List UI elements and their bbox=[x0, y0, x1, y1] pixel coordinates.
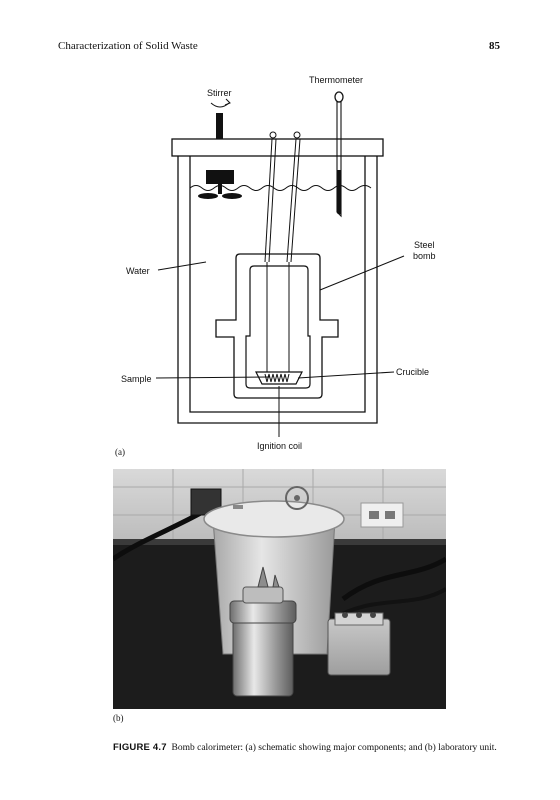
electrode-wire-right-b bbox=[290, 138, 301, 263]
laboratory-unit-photo bbox=[113, 469, 446, 709]
photo-ignition-post-3 bbox=[370, 612, 376, 618]
thermometer-bulb bbox=[337, 170, 341, 214]
stirrer-blade-right bbox=[222, 193, 242, 199]
terminal-left bbox=[269, 131, 277, 139]
water-surface bbox=[189, 185, 372, 191]
label-bomb: bomb bbox=[413, 251, 436, 261]
photo-outlet bbox=[360, 502, 404, 528]
photo-outlet-socket-right bbox=[385, 511, 395, 519]
figure-caption: FIGURE 4.7 Bomb calorimeter: (a) schemat… bbox=[113, 742, 513, 753]
water-bucket bbox=[189, 156, 366, 413]
thermometer-loop bbox=[334, 91, 344, 103]
ignition-coil-shape bbox=[264, 373, 290, 383]
calorimeter-lid bbox=[171, 138, 384, 157]
steel-bomb-inner bbox=[245, 265, 311, 389]
stirrer-rod bbox=[218, 184, 222, 194]
stirrer-arrowhead bbox=[224, 98, 231, 106]
figure-number: FIGURE 4.7 bbox=[113, 742, 167, 753]
label-steel: Steel bbox=[414, 240, 435, 250]
panel-label-b: (b) bbox=[113, 713, 124, 723]
photo-handwheel bbox=[285, 486, 309, 510]
terminal-right bbox=[293, 131, 301, 139]
photo-ignition-unit bbox=[327, 618, 391, 676]
label-stirrer: Stirrer bbox=[207, 88, 232, 98]
photo-outlet-socket-left bbox=[369, 511, 379, 519]
leader-crucible bbox=[297, 371, 395, 379]
leader-water bbox=[157, 261, 207, 271]
calorimeter-schematic: Thermometer Stirrer Steel bomb Water Sam… bbox=[115, 75, 436, 457]
photo-ignition-post-2 bbox=[356, 612, 362, 618]
photo-bomb-valve bbox=[257, 566, 269, 588]
photo-cable-right-2 bbox=[331, 587, 446, 621]
photo-bomb-electrode bbox=[272, 574, 280, 588]
photo-handwheel-hub bbox=[294, 495, 300, 501]
label-thermometer: Thermometer bbox=[309, 75, 363, 85]
electrode-wire-left-b bbox=[268, 138, 277, 263]
photo-bucket-lid bbox=[203, 500, 345, 538]
caption-text: Bomb calorimeter: (a) schematic showing … bbox=[171, 743, 497, 753]
stirrer-blade-left bbox=[198, 193, 218, 199]
stirrer-motor bbox=[206, 170, 234, 184]
photo-illustration bbox=[113, 469, 446, 709]
running-head: Characterization of Solid Waste bbox=[58, 40, 198, 52]
leader-sample bbox=[155, 376, 271, 379]
stirrer-shaft bbox=[216, 113, 223, 139]
photo-bomb-cap bbox=[229, 600, 297, 624]
photo-bomb-top bbox=[242, 586, 284, 604]
photo-lid-knob bbox=[233, 505, 243, 509]
electrode-wire-right-a bbox=[286, 138, 297, 263]
label-crucible: Crucible bbox=[396, 367, 429, 377]
electrode-wire-left-a bbox=[264, 138, 273, 263]
label-water: Water bbox=[126, 266, 150, 276]
photo-ignition-post-1 bbox=[342, 612, 348, 618]
crucible bbox=[255, 371, 303, 385]
label-sample: Sample bbox=[121, 374, 152, 384]
label-ignition-coil: Ignition coil bbox=[257, 441, 302, 451]
steel-bomb-outer bbox=[215, 253, 339, 399]
photo-bomb-body bbox=[232, 613, 294, 697]
page-number: 85 bbox=[489, 40, 500, 52]
panel-label-a: (a) bbox=[115, 447, 125, 457]
leader-steel-bomb bbox=[319, 255, 405, 291]
outer-jacket bbox=[177, 156, 378, 424]
photo-cable-right bbox=[341, 556, 446, 602]
